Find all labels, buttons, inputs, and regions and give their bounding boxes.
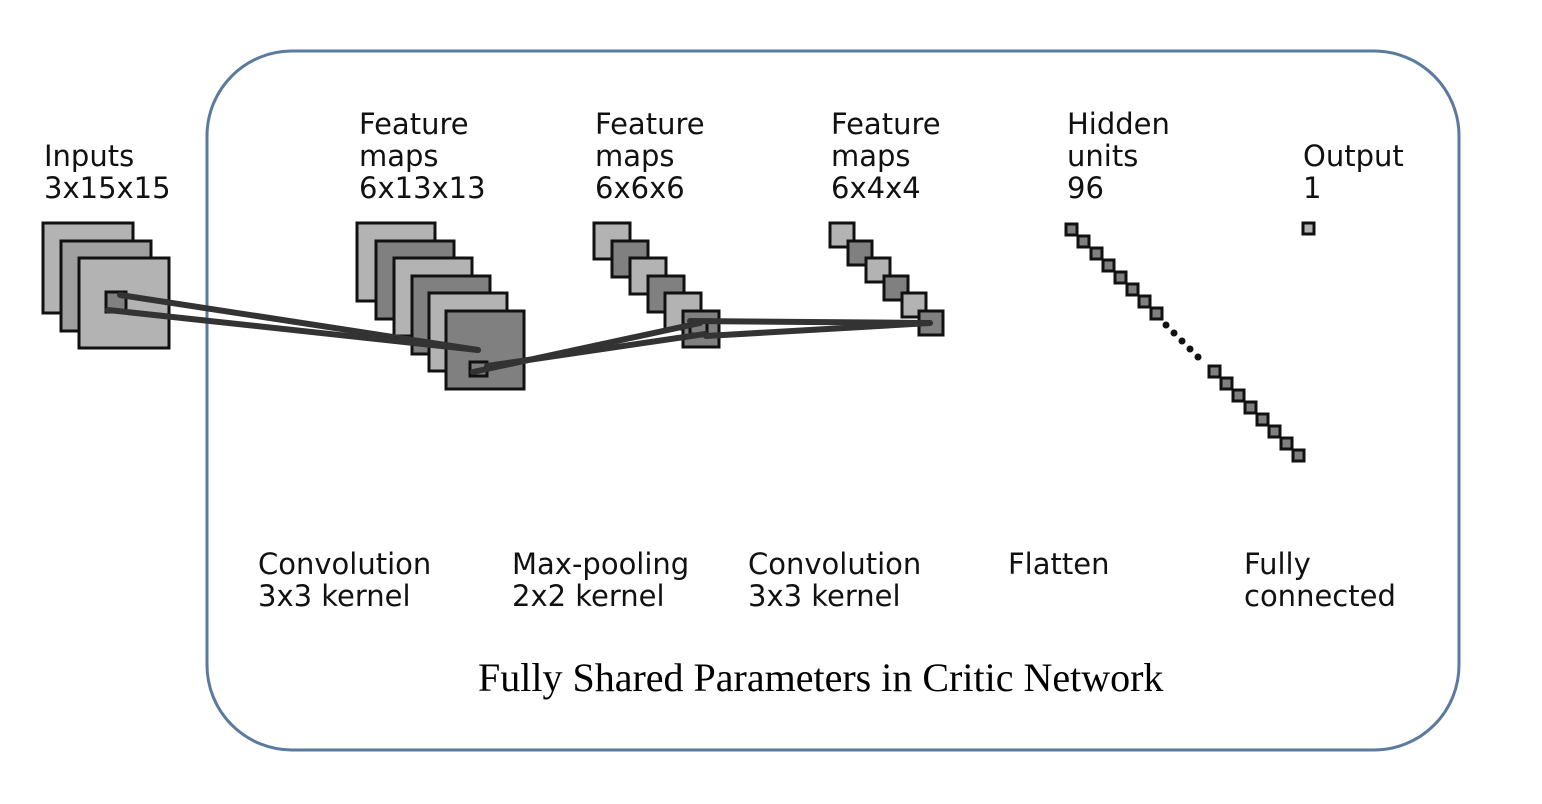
conv2-maps-label: Feature maps 6x4x4	[831, 108, 941, 204]
label-line: 6x13x13	[359, 171, 486, 205]
label-line: Max-pooling	[512, 547, 690, 581]
connectors	[105, 292, 933, 375]
hidden-unit	[1231, 388, 1246, 403]
label-line: Feature	[359, 107, 469, 141]
diagram-title: Fully Shared Parameters in Critic Networ…	[478, 655, 1164, 700]
ellipsis-dot	[1170, 329, 1178, 337]
conv1-maps-label: Feature maps 6x13x13	[359, 108, 486, 204]
ellipsis-dot	[1194, 353, 1202, 361]
label-line: 3x15x15	[44, 171, 171, 205]
pool-feature-stack	[592, 221, 721, 349]
hidden-unit	[1113, 270, 1128, 285]
conv1-op-label: Convolution 3x3 kernel	[258, 548, 431, 612]
label-line: Feature	[831, 107, 941, 141]
connector-line	[703, 320, 933, 339]
label-line: Flatten	[1008, 547, 1110, 581]
hidden-unit	[1125, 282, 1140, 297]
conv2-op-label: Convolution 3x3 kernel	[748, 548, 921, 612]
pool-maps-label: Feature maps 6x6x6	[595, 108, 705, 204]
label-line: maps	[359, 139, 439, 173]
hidden-unit	[1243, 400, 1258, 415]
ellipsis-dot	[1178, 337, 1186, 345]
hidden-unit	[1267, 424, 1282, 439]
connector-line	[484, 331, 708, 369]
label-line: Hidden	[1067, 107, 1170, 141]
hidden-units-label: Hidden units 96	[1067, 108, 1170, 204]
hidden-unit	[1207, 364, 1222, 379]
hidden-unit	[1064, 222, 1079, 237]
hidden-unit	[1291, 448, 1306, 463]
label-line: connected	[1244, 579, 1396, 613]
label-line: maps	[595, 139, 675, 173]
ellipsis-dot	[1162, 321, 1170, 329]
hidden-unit	[1219, 376, 1234, 391]
pool-op-label: Max-pooling 2x2 kernel	[512, 548, 689, 612]
hidden-ellipsis	[1162, 321, 1202, 361]
fc-op-label: Fully connected	[1244, 548, 1396, 612]
label-line: Output	[1303, 139, 1404, 173]
inputs-stack	[41, 221, 171, 350]
label-line: 1	[1303, 171, 1322, 205]
label-line: Fully	[1244, 547, 1311, 581]
label-line: 6x6x6	[595, 171, 685, 205]
label-line: units	[1067, 139, 1139, 173]
label-line: 96	[1067, 171, 1104, 205]
label-line: 2x2 kernel	[512, 579, 665, 613]
label-line: maps	[831, 139, 911, 173]
hidden-unit	[1255, 412, 1270, 427]
label-line: 3x3 kernel	[748, 579, 901, 613]
flatten-op-label: Flatten	[1008, 548, 1109, 580]
conv2-feature-stack	[828, 221, 945, 337]
label-line: Feature	[595, 107, 705, 141]
ellipsis-dot	[1186, 345, 1194, 353]
hidden-units	[1064, 222, 1306, 463]
connector-line	[105, 307, 481, 353]
conv1-feature-stack	[355, 221, 526, 391]
label-line: 3x3 kernel	[258, 579, 411, 613]
label-line: Convolution	[258, 547, 432, 581]
label-line: Convolution	[748, 547, 922, 581]
label-line: 6x4x4	[831, 171, 921, 205]
hidden-unit	[1089, 246, 1104, 261]
output-unit	[1301, 221, 1316, 236]
hidden-unit	[1149, 306, 1164, 321]
shared-parameters-frame	[205, 49, 1461, 752]
inputs-label: Inputs 3x15x15	[44, 140, 171, 204]
hidden-unit	[1137, 294, 1152, 309]
hidden-unit	[1076, 234, 1091, 249]
output-label: Output 1	[1303, 140, 1404, 204]
hidden-unit	[1101, 258, 1116, 273]
hidden-unit	[1279, 436, 1294, 451]
label-line: Inputs	[44, 139, 135, 173]
